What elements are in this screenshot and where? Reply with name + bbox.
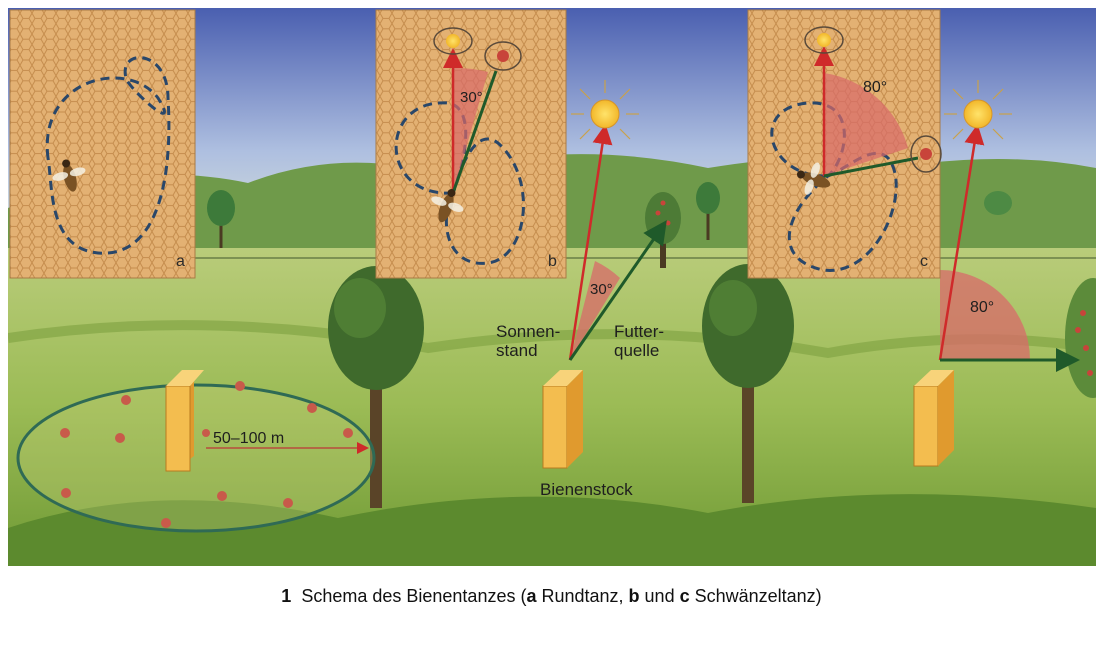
angle-label-c-field: 80° (970, 298, 994, 317)
food-source-label: Futter- quelle (614, 322, 664, 360)
caption-a-text: Rundtanz, (536, 586, 628, 606)
caption-a: a (526, 586, 536, 606)
distance-label: 50–100 m (213, 429, 284, 448)
figure-caption: 1 Schema des Bienentanzes (a Rundtanz, b… (0, 586, 1103, 607)
panel-b (376, 10, 566, 278)
hive-b (543, 370, 583, 468)
angle-label-b-field: 30° (590, 280, 613, 299)
panel-a (10, 10, 195, 278)
sun-position-label: Sonnen- stand (496, 322, 560, 360)
caption-b: b (629, 586, 640, 606)
panel-c (748, 10, 941, 278)
angle-label-b-comb: 30° (460, 88, 483, 107)
caption-and: und (640, 586, 680, 606)
caption-text-start: Schema des Bienentanzes ( (301, 586, 526, 606)
angle-label-c-comb: 80° (863, 78, 887, 97)
caption-c: c (680, 586, 690, 606)
caption-c-text: Schwänzeltanz) (690, 586, 822, 606)
panel-letter-b: b (548, 253, 557, 271)
hive-c (914, 370, 954, 466)
hive-label: Bienenstock (540, 480, 633, 499)
bee-dance-illustration: a b c 50–100 m 30° 30° 80° 80° Sonnen- s… (8, 8, 1096, 566)
panel-letter-a: a (176, 253, 185, 271)
tree-small-right (984, 191, 1012, 215)
caption-number: 1 (281, 586, 291, 606)
panel-letter-c: c (920, 253, 928, 271)
